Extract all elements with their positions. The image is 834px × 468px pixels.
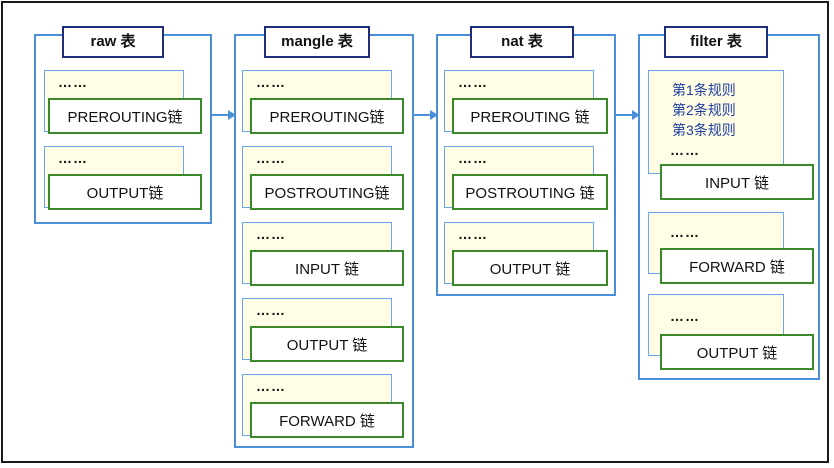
rules-ellipsis: …… <box>58 150 88 166</box>
rule-item: 第1条规则 <box>672 82 736 98</box>
mangle-postrouting-chain: POSTROUTING链 <box>250 174 404 210</box>
rule-note <box>648 70 784 174</box>
mangle-forward-chain: FORWARD 链 <box>250 402 404 438</box>
nat-output-chain: OUTPUT 链 <box>452 250 608 286</box>
mangle-output-chain: OUTPUT 链 <box>250 326 404 362</box>
rules-ellipsis: …… <box>670 142 700 158</box>
nat-table-title: nat 表 <box>470 26 574 58</box>
rules-ellipsis: …… <box>670 308 700 324</box>
rules-ellipsis: …… <box>458 226 488 242</box>
rule-item: 第3条规则 <box>672 122 736 138</box>
raw-prerouting-chain: PREROUTING链 <box>48 98 202 134</box>
rules-ellipsis: …… <box>256 74 286 90</box>
raw-table-title: raw 表 <box>62 26 164 58</box>
rules-ellipsis: …… <box>256 378 286 394</box>
flow-arrow <box>212 110 236 120</box>
mangle-input-chain: INPUT 链 <box>250 250 404 286</box>
rules-ellipsis: …… <box>256 150 286 166</box>
nat-postrouting-chain: POSTROUTING 链 <box>452 174 608 210</box>
mangle-prerouting-chain: PREROUTING链 <box>250 98 404 134</box>
nat-prerouting-chain: PREROUTING 链 <box>452 98 608 134</box>
filter-table-title: filter 表 <box>664 26 768 58</box>
rule-list: 第1条规则 第2条规则 第3条规则 <box>672 80 736 140</box>
filter-output-chain: OUTPUT 链 <box>660 334 814 370</box>
rules-ellipsis: …… <box>256 302 286 318</box>
raw-output-chain: OUTPUT链 <box>48 174 202 210</box>
flow-arrow <box>414 110 438 120</box>
rules-ellipsis: …… <box>458 150 488 166</box>
filter-input-chain: INPUT 链 <box>660 164 814 200</box>
filter-forward-chain: FORWARD 链 <box>660 248 814 284</box>
mangle-table-title: mangle 表 <box>264 26 370 58</box>
rules-ellipsis: …… <box>458 74 488 90</box>
rules-ellipsis: …… <box>58 74 88 90</box>
rules-ellipsis: …… <box>256 226 286 242</box>
rule-item: 第2条规则 <box>672 102 736 118</box>
rules-ellipsis: …… <box>670 224 700 240</box>
flow-arrow <box>616 110 640 120</box>
